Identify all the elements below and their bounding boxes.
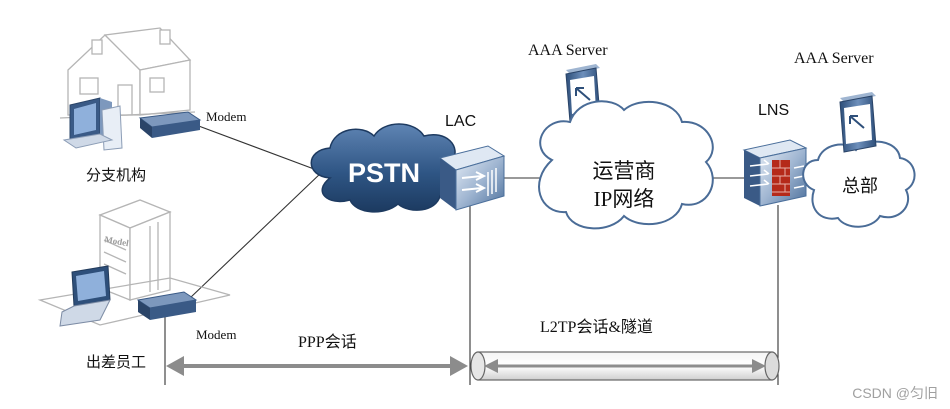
l2tp-tunnel: L2TP会话&隧道 bbox=[470, 318, 780, 381]
aaa-server-right-icon bbox=[839, 92, 877, 153]
aaa-server-right-group: AAA Server bbox=[794, 50, 877, 153]
branch-modem-icon bbox=[138, 111, 202, 138]
traveler-modem-to-pstn-line bbox=[189, 171, 323, 299]
server-tower-icon bbox=[98, 199, 172, 301]
connection-lines bbox=[164, 124, 779, 385]
branch-modem-label: Modem bbox=[206, 109, 246, 124]
l2tp-session-label: L2TP会话&隧道 bbox=[540, 318, 653, 336]
carrier-ip-network-cloud: 运营商 IP网络 bbox=[538, 100, 714, 230]
lac-router-icon bbox=[438, 145, 506, 211]
headquarters-cloud: 总部 bbox=[802, 140, 916, 228]
pstn-cloud: PSTN bbox=[310, 123, 463, 213]
carrier-network-label-line1: 运营商 bbox=[593, 159, 656, 183]
branch-office-label: 分支机构 bbox=[86, 167, 146, 184]
lns-label: LNS bbox=[758, 102, 789, 119]
traveler-modem-label: Modem bbox=[196, 327, 236, 342]
aaa-server-left-label: AAA Server bbox=[528, 42, 608, 59]
lns-group: LNS bbox=[742, 102, 808, 207]
traveler-modem-icon bbox=[136, 291, 198, 320]
lns-firewall-icon bbox=[742, 139, 808, 207]
lac-group: LAC bbox=[438, 113, 506, 211]
ppp-session-label: PPP会话 bbox=[298, 333, 357, 351]
desktop-pc-icon bbox=[62, 97, 123, 151]
lac-label: LAC bbox=[445, 113, 476, 130]
carrier-network-label-line2: IP网络 bbox=[594, 187, 655, 211]
pstn-label: PSTN bbox=[348, 158, 420, 188]
server-tower-text: Model bbox=[104, 234, 130, 248]
traveling-employee-label: 出差员工 bbox=[86, 354, 146, 371]
aaa-server-right-label: AAA Server bbox=[794, 50, 874, 67]
watermark-text: CSDN @匀旧 bbox=[852, 385, 938, 401]
laptop-icon bbox=[59, 265, 111, 327]
ppp-session-arrow: PPP会话 bbox=[166, 333, 468, 376]
branch-office-group: Modem 分支机构 bbox=[59, 27, 246, 184]
traveler-group: Model Modem 出差员工 bbox=[37, 199, 236, 371]
headquarters-label: 总部 bbox=[842, 176, 878, 196]
branch-modem-to-pstn-line bbox=[195, 124, 323, 173]
house-icon bbox=[59, 27, 196, 119]
